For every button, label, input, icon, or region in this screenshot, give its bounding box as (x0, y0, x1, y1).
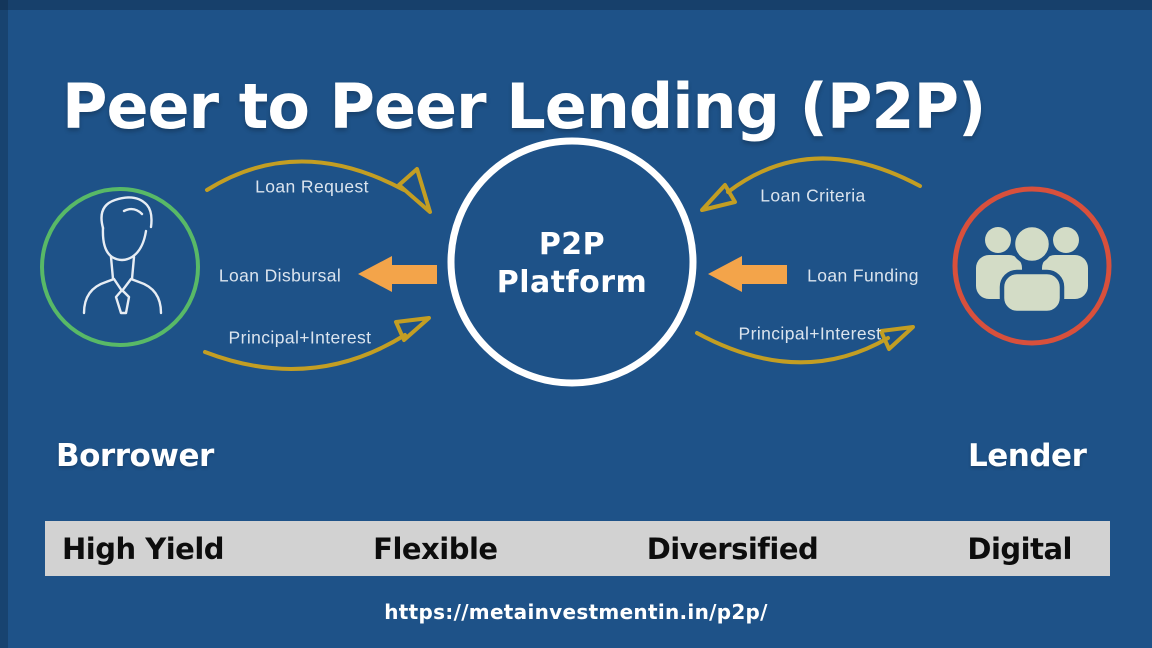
website-url: https://metainvestmentin.in/p2p/ (384, 600, 768, 624)
platform-label-line1: P2P (538, 227, 606, 262)
people-group-icon (976, 222, 1088, 316)
page-title: Peer to Peer Lending (P2P) (62, 69, 986, 143)
flow-label-loan-disbursal: Loan Disbursal (218, 265, 342, 286)
loan-request-arrow (205, 159, 432, 214)
benefit-digital: Digital (967, 531, 1072, 566)
benefit-flexible: Flexible (373, 531, 498, 566)
benefits-bar: High Yield Flexible Diversified Digital (45, 521, 1110, 576)
flow-label-principal-interest-left: Principal+Interest (228, 327, 372, 348)
flow-label-loan-criteria: Loan Criteria (760, 185, 866, 206)
loan-disbursal-arrow (358, 256, 437, 292)
benefit-high-yield: High Yield (62, 531, 225, 566)
flow-label-principal-interest-right: Principal+Interest (738, 323, 882, 344)
principal-interest-left-arrow (203, 316, 431, 371)
loan-criteria-arrow (700, 156, 922, 212)
flow-label-loan-funding: Loan Funding (807, 265, 919, 286)
platform-label: P2P Platform (452, 226, 692, 302)
left-edge-shade (0, 0, 8, 648)
principal-interest-right-arrow (695, 325, 915, 365)
flow-arrows-gold (203, 156, 922, 371)
person-outline-icon (82, 196, 163, 315)
benefit-diversified: Diversified (646, 531, 819, 566)
top-edge-shade (0, 0, 1152, 10)
platform-circle (447, 137, 697, 387)
borrower-label: Borrower (56, 438, 214, 474)
loan-funding-arrow (708, 256, 787, 292)
lender-label: Lender (968, 438, 1087, 474)
flow-label-loan-request: Loan Request (255, 176, 369, 197)
flow-arrows-orange (358, 256, 787, 292)
lender-circle (952, 186, 1112, 346)
platform-label-line2: Platform (496, 265, 648, 300)
borrower-circle (40, 187, 200, 347)
